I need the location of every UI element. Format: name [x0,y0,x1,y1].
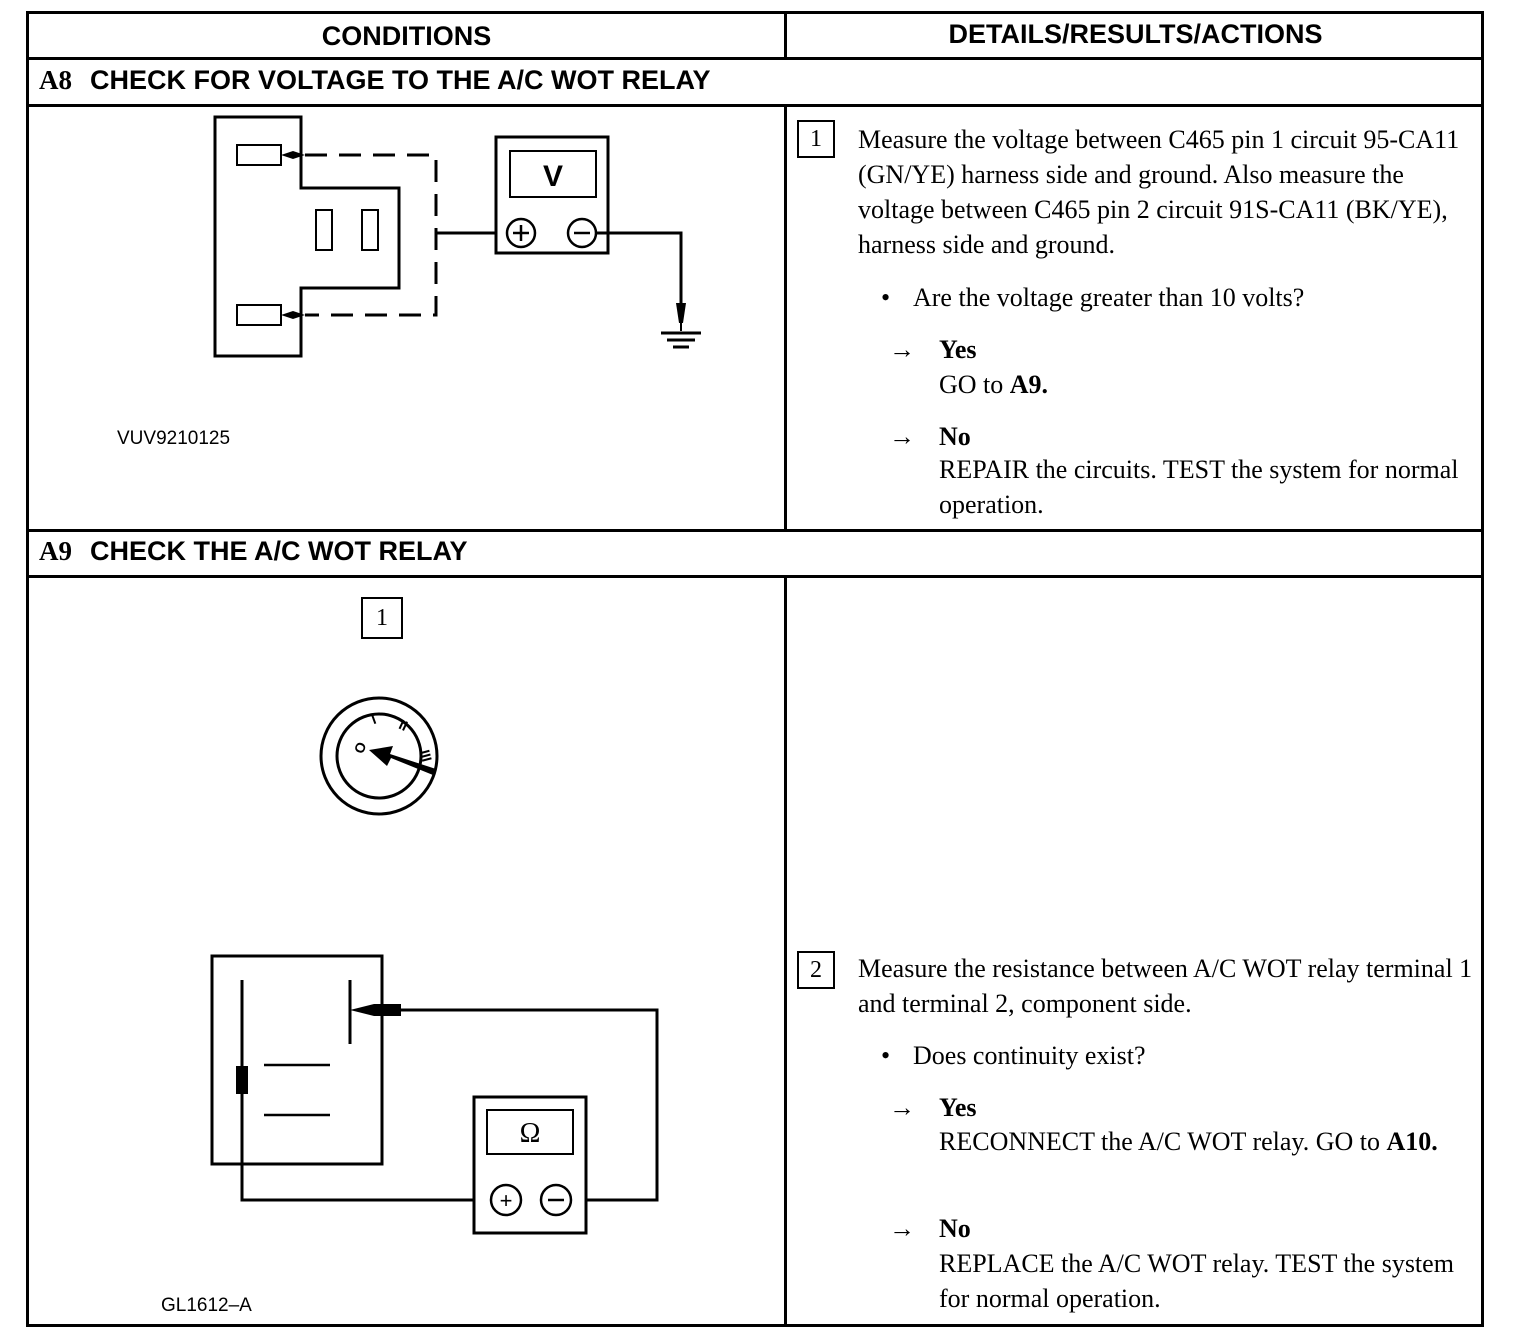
a9-figure-id: GL1612–A [161,1295,252,1316]
a8-voltage-diagram: V [213,115,701,358]
a8-yes-ref: A9. [1009,370,1049,399]
a9-yes-result: RECONNECT the A/C WOT relay. GO to A10. [939,1127,1438,1156]
connector-pin-1 [236,144,282,166]
a8-action-1-number: 1 [797,120,835,158]
a9-title-divider [29,575,1481,578]
switch-position-0: O [351,740,370,756]
ohmmeter-label: Ω [520,1118,541,1149]
test-lead-dashed [305,153,438,317]
lead-to-ground [596,231,683,303]
connector-housing [213,115,401,358]
probe-terminal-2 [350,1004,401,1016]
a8-question-bullet: • [881,283,891,312]
a9-action-2-number: 2 [797,951,835,989]
a8-figure-id: VUV9210125 [117,428,231,449]
relay-body [210,954,384,1166]
positive-terminal-icon [489,1183,523,1217]
ignition-switch-icon: O I II III [319,696,439,816]
step-a8-title-text: CHECK FOR VOLTAGE TO THE A/C WOT RELAY [90,65,711,95]
step-a8-title: A8 CHECK FOR VOLTAGE TO THE A/C WOT RELAY [39,65,711,96]
svg-text:+: + [500,1188,513,1213]
header-divider [29,57,1481,60]
a8-no-arrow-icon: → [889,422,915,451]
relay-slot-2 [361,209,379,251]
a9-no-result: REPLACE the A/C WOT relay. TEST the syst… [939,1249,1454,1313]
step-a9-number: A9 [39,536,72,566]
a9-top-divider [29,529,1481,532]
a9-figure-step-number: 1 [361,597,403,639]
a8-yes-arrow-icon: → [889,335,915,364]
a8-title-divider [29,104,1481,107]
a9-no-label: No [939,1214,971,1243]
a8-action-1-instruction: Measure the voltage between C465 pin 1 c… [858,125,1460,259]
ground-probe [676,303,686,323]
step-a9-title-text: CHECK THE A/C WOT RELAY [90,536,468,566]
header-column-divider [784,14,787,57]
a9-relay-diagram: O I II III Ω + [210,696,659,1235]
ohmmeter-display [486,1109,574,1155]
switch-position-3: III [417,748,435,763]
a9-action-2-instruction: Measure the resistance between A/C WOT r… [858,954,1473,1018]
conditions-header: CONDITIONS [321,21,492,51]
a8-no-result: REPAIR the circuits. TEST the system for… [939,455,1459,519]
switch-position-1: I [369,711,378,727]
a8-column-divider [784,104,787,529]
ground-icon [661,331,701,349]
step-a9-title: A9 CHECK THE A/C WOT RELAY [39,536,468,567]
probe-terminal-1 [236,1066,248,1094]
relay-slot-1 [315,209,333,251]
a8-yes-label: Yes [939,335,977,364]
details-header: DETAILS/RESULTS/ACTIONS [948,19,1323,49]
a9-no-arrow-icon: → [889,1214,915,1243]
connector-pin-2 [236,304,282,326]
voltmeter-display [509,150,597,198]
a8-question: Are the voltage greater than 10 volts? [913,283,1305,312]
voltmeter-label: V [543,160,563,193]
probe-tip-1 [281,151,305,159]
lead-to-positive [240,1094,492,1202]
a9-yes-ref: A10. [1386,1127,1438,1156]
a9-yes-label: Yes [939,1093,977,1122]
a8-no-label: No [939,422,971,451]
a9-question-bullet: • [881,1041,891,1070]
probe-tip-2 [281,311,305,319]
step-a8-number: A8 [39,65,72,95]
a9-yes-arrow-icon: → [889,1093,915,1122]
a9-column-divider [784,575,787,1327]
a8-yes-result: GO to A9. [939,370,1049,399]
lead-to-negative [401,1008,659,1202]
a9-question: Does continuity exist? [913,1041,1146,1070]
